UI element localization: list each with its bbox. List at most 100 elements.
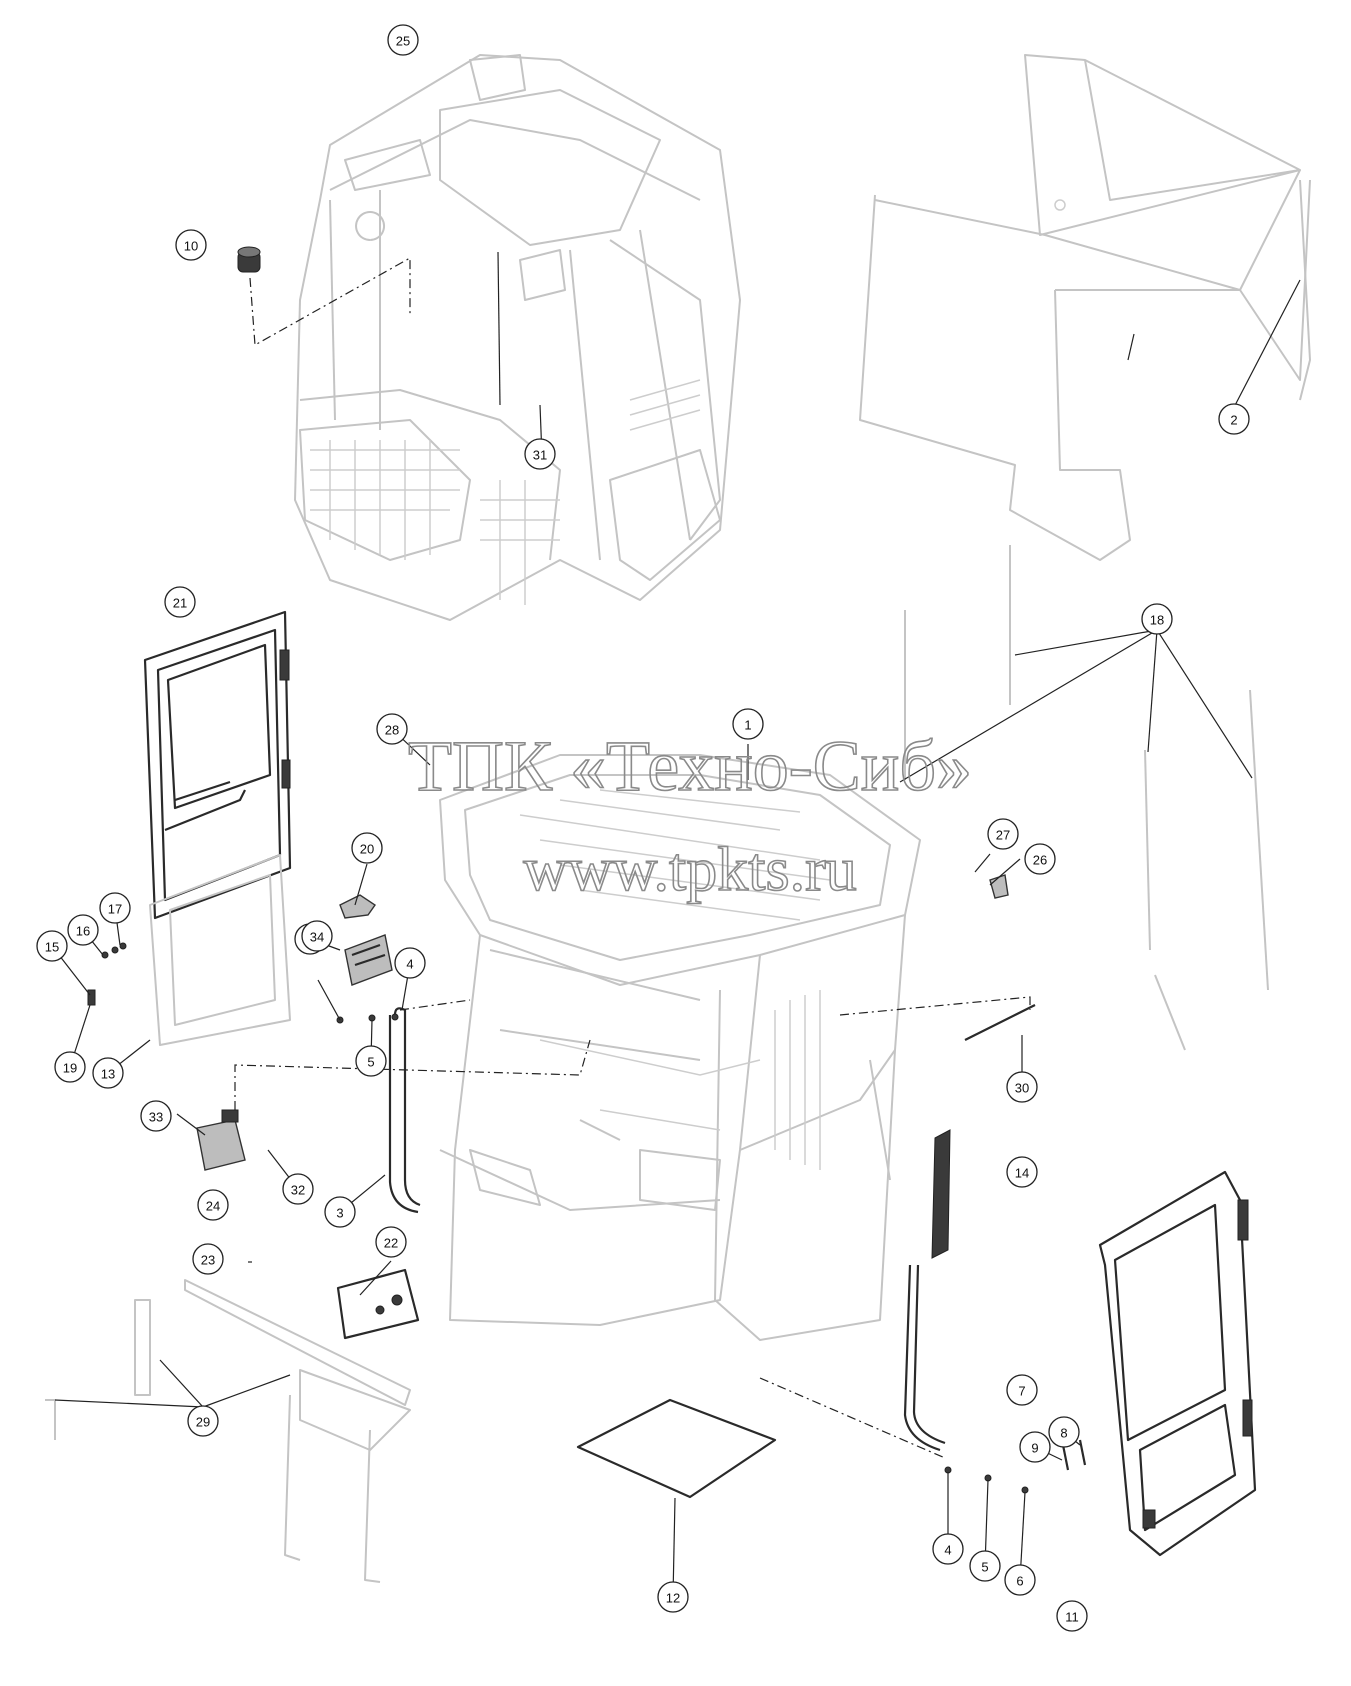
callout-24: 24 [197, 1189, 229, 1221]
callout-circle [1006, 1156, 1038, 1188]
callout-number: 10 [184, 239, 198, 254]
callout-4: 4 [394, 947, 426, 979]
callout-number: 17 [108, 902, 122, 917]
callout-circle [187, 1405, 219, 1437]
callout-circle [732, 708, 764, 740]
callout-circle [192, 1243, 224, 1275]
callout-number: 5 [367, 1055, 374, 1070]
callout-circle [355, 1045, 387, 1077]
watermark-line2: www.tpkts.ru [523, 836, 857, 904]
callout-31: 31 [524, 438, 556, 470]
callout-circle [524, 438, 556, 470]
callout-number: 19 [63, 1061, 77, 1076]
callout-12: 12 [657, 1581, 689, 1613]
callout-number: 3 [336, 1206, 343, 1221]
callout-2: 2 [1218, 403, 1250, 435]
callout-28: 28 [376, 713, 408, 745]
callout-29: 29 [187, 1405, 219, 1437]
callout-13: 13 [92, 1057, 124, 1089]
callout-circle [376, 713, 408, 745]
callout-17: 17 [99, 892, 131, 924]
callout-number: 20 [360, 842, 374, 857]
callout-circle [1004, 1564, 1036, 1596]
callout-6: 6 [1004, 1564, 1036, 1596]
callout-number: 23 [201, 1253, 215, 1268]
callout-7: 7 [1006, 1374, 1038, 1406]
callout-4: 4 [932, 1533, 964, 1565]
callout-circle [1024, 843, 1056, 875]
callout-circle [1056, 1600, 1088, 1632]
floor-trim [45, 1279, 411, 1583]
left-door-frame [143, 610, 292, 920]
callout-number: 21 [173, 596, 187, 611]
callout-3: 3 [324, 1196, 356, 1228]
callout-circle [301, 920, 333, 952]
callout-number: 15 [45, 940, 59, 955]
callout-circle [164, 586, 196, 618]
callout-circle [375, 1226, 407, 1258]
callout-circle [969, 1550, 1001, 1582]
callout-number: 16 [76, 924, 90, 939]
callout-number: 13 [101, 1067, 115, 1082]
callout-number: 1 [744, 718, 751, 733]
callout-number: 8 [1060, 1426, 1067, 1441]
callout-number: 9 [1031, 1441, 1038, 1456]
right-door [1098, 1170, 1257, 1557]
callout-number: 26 [1033, 853, 1047, 868]
callout-circle [92, 1057, 124, 1089]
callout-8: 8 [1048, 1416, 1080, 1448]
callout-circle [394, 947, 426, 979]
callout-9: 9 [1019, 1431, 1051, 1463]
callout-16: 16 [67, 914, 99, 946]
callout-circle [387, 24, 419, 56]
callout-number: 27 [996, 828, 1010, 843]
callout-circle [351, 832, 383, 864]
callout-number: 34 [310, 930, 324, 945]
callout-circle [99, 892, 131, 924]
callout-number: 12 [666, 1591, 680, 1606]
callout-number: 33 [149, 1110, 163, 1125]
left-door-glass [149, 854, 291, 1046]
callout-18: 18 [1141, 603, 1173, 635]
callout-30: 30 [1006, 1071, 1038, 1103]
callout-23: 23 [192, 1243, 224, 1275]
callout-circle [175, 229, 207, 261]
callout-number: 6 [1016, 1574, 1023, 1589]
callout-34: 34 [301, 920, 333, 952]
callout-number: 31 [533, 448, 547, 463]
callout-14: 14 [1006, 1156, 1038, 1188]
callout-circle [657, 1581, 689, 1613]
callout-number: 25 [396, 34, 410, 49]
callout-33: 33 [140, 1100, 172, 1132]
watermark-line1: ТПК «Техно-Сиб» [408, 726, 972, 806]
callout-number: 30 [1015, 1081, 1029, 1096]
callout-27: 27 [987, 818, 1019, 850]
callout-circle [1019, 1431, 1051, 1463]
callout-circle [67, 914, 99, 946]
callout-circle [987, 818, 1019, 850]
callout-number: 24 [206, 1199, 220, 1214]
callout-circle [1048, 1416, 1080, 1448]
callout-number: 2 [1230, 413, 1237, 428]
callout-19: 19 [54, 1051, 86, 1083]
callout-number: 7 [1018, 1384, 1025, 1399]
callout-number: 18 [1150, 613, 1164, 628]
callout-5: 5 [969, 1550, 1001, 1582]
callout-circle [1218, 403, 1250, 435]
callout-22: 22 [375, 1226, 407, 1258]
callout-circle [1006, 1071, 1038, 1103]
callout-number: 5 [981, 1560, 988, 1575]
roof-panels [859, 54, 1311, 561]
callout-circle [54, 1051, 86, 1083]
main-cab-frame [439, 754, 921, 1341]
callout-11: 11 [1056, 1600, 1088, 1632]
watermark: ТПК «Техно-Сиб» www.tpkts.ru [407, 725, 973, 905]
callout-number: 22 [384, 1236, 398, 1251]
callout-number: 28 [385, 723, 399, 738]
callout-25: 25 [387, 24, 419, 56]
callout-number: 4 [406, 957, 413, 972]
seal-strips [904, 545, 1269, 1051]
callout-1: 1 [732, 708, 764, 740]
callout-circle [1006, 1374, 1038, 1406]
